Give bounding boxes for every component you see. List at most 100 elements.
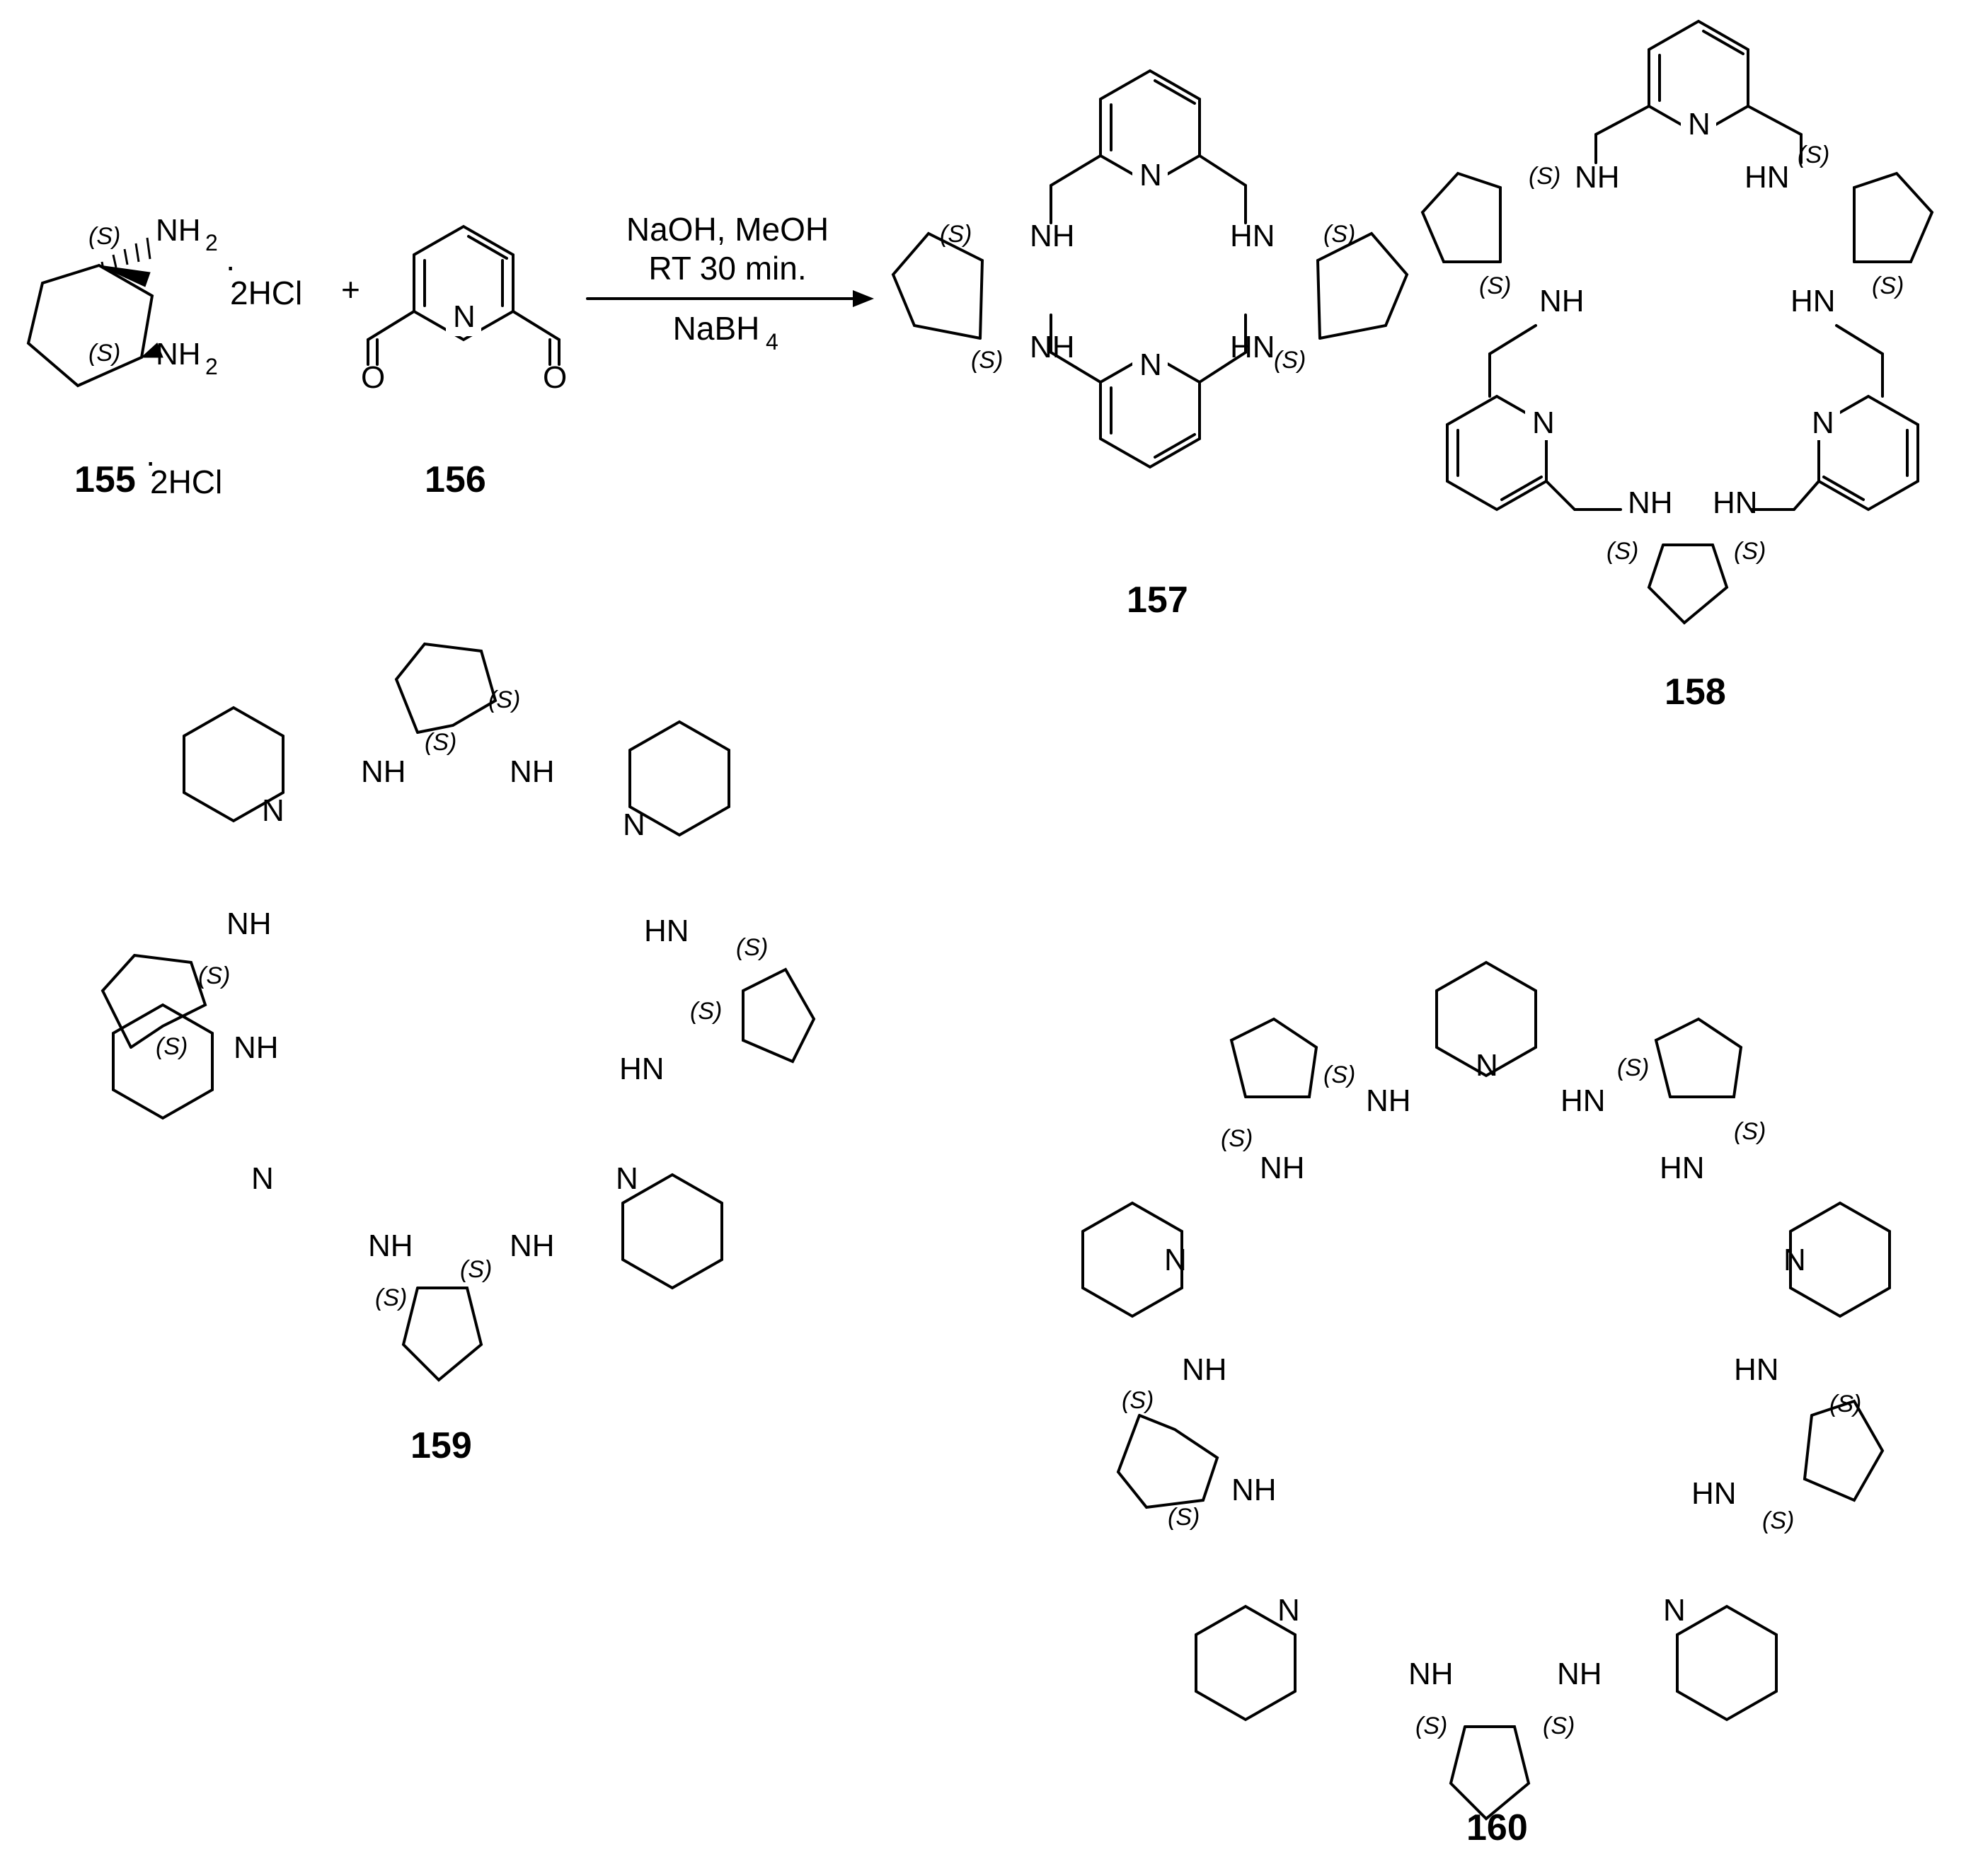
condition-line: NaOH, MeOH xyxy=(626,211,829,248)
amine-label: NH xyxy=(1030,330,1075,364)
amine-label: HN xyxy=(1230,219,1275,253)
amine-label: NH xyxy=(1408,1657,1454,1691)
structure-159: NH NH (S) (S) N N N N NH NH (S) (S) HN H… xyxy=(100,642,816,1382)
stereo-label: (S) xyxy=(425,729,456,756)
pyridine-nitrogen: N xyxy=(1476,1048,1498,1083)
stereo-label: (S) xyxy=(1323,221,1355,248)
amine-label: HN xyxy=(1744,160,1790,195)
stereo-label: (S) xyxy=(88,223,120,250)
pyridine-nitrogen: N xyxy=(1783,1243,1806,1277)
salt-dot: · xyxy=(225,248,236,284)
amine-label: NH xyxy=(234,1030,279,1065)
pyridine-nitrogen: N xyxy=(616,1161,638,1196)
amine-label: HN xyxy=(644,914,689,948)
hash-bond-155 xyxy=(100,237,151,270)
stereo-label: (S) xyxy=(1274,347,1306,374)
pyridine-nitrogen: N xyxy=(1688,107,1711,142)
compound-number: 159 xyxy=(410,1425,472,1466)
stereo-label: (S) xyxy=(1543,1713,1575,1739)
stereo-label: (S) xyxy=(736,934,768,961)
amino-label: NH xyxy=(156,337,201,372)
pyridine-nitrogen: N xyxy=(453,299,476,334)
amine-label: NH xyxy=(1628,485,1673,520)
amine-label: HN xyxy=(1560,1083,1606,1118)
amine-label: NH xyxy=(1557,1657,1602,1691)
amine-label: NH xyxy=(1366,1083,1411,1118)
stereo-label: (S) xyxy=(1122,1387,1154,1414)
stereo-label: (S) xyxy=(1529,163,1560,190)
structure-155: (S) (S) NH 2 NH 2 · 2HCl xyxy=(26,213,302,388)
reaction-arrow: NaOH, MeOH RT 30 min. NaBH 4 xyxy=(586,211,874,355)
pyridine-nitrogen: N xyxy=(1164,1243,1187,1277)
amine-label: HN xyxy=(619,1052,665,1086)
compound-number: 157 xyxy=(1127,580,1188,621)
salt-label: 2HCl xyxy=(150,464,222,500)
pyridine-nitrogen: N xyxy=(1812,405,1834,440)
amino-label: NH xyxy=(156,213,201,248)
pyridine-nitrogen: N xyxy=(1139,158,1162,192)
salt-dot: · xyxy=(145,443,156,480)
hcl-label: 2HCl xyxy=(230,275,302,311)
structure-160: N NH NH (S) (S) HN HN (S) (S) N N NH NH … xyxy=(1081,960,1891,1821)
stereo-label: (S) xyxy=(88,340,120,367)
amine-label: NH xyxy=(1231,1473,1277,1507)
stereo-label: (S) xyxy=(690,998,722,1025)
oxygen-label: O xyxy=(543,360,567,395)
stereo-label: (S) xyxy=(1221,1125,1253,1152)
stereo-label: (S) xyxy=(460,1256,492,1283)
pyridine-nitrogen: N xyxy=(1277,1593,1300,1628)
amine-label: NH xyxy=(226,907,272,941)
amine-label: HN xyxy=(1691,1476,1737,1511)
amine-label: NH xyxy=(1575,160,1620,195)
amine-label: NH xyxy=(1539,284,1585,318)
stereo-label: (S) xyxy=(488,686,520,713)
amine-label: NH xyxy=(1030,219,1075,253)
stereo-label: (S) xyxy=(940,221,972,248)
condition-line: RT 30 min. xyxy=(648,250,806,287)
oxygen-label: O xyxy=(361,360,385,395)
stereo-label: (S) xyxy=(1606,538,1638,565)
amine-label: NH xyxy=(361,754,406,789)
amine-label: HN xyxy=(1734,1352,1779,1387)
stereo-label: (S) xyxy=(1617,1054,1649,1081)
compound-number: 156 xyxy=(425,459,486,500)
stereo-label: (S) xyxy=(1168,1504,1200,1531)
structure-157: N N NH NH HN HN (S) (S) (S) (S) xyxy=(891,69,1409,469)
amino-subscript: 2 xyxy=(205,354,218,379)
condition-line: NaBH xyxy=(673,310,760,347)
amine-label: NH xyxy=(1260,1151,1305,1185)
structure-156: N O O xyxy=(361,224,567,395)
amine-label: HN xyxy=(1713,485,1758,520)
structure-158: N NH HN NH HN (S) (S) (S) (S) N N NH HN … xyxy=(1420,19,1934,625)
stereo-label: (S) xyxy=(1762,1507,1794,1534)
amine-label: HN xyxy=(1230,330,1275,364)
stereo-label: (S) xyxy=(1798,142,1829,168)
pyridine-nitrogen: N xyxy=(1532,405,1555,440)
compound-number: 158 xyxy=(1665,672,1726,713)
stereo-label: (S) xyxy=(1415,1713,1447,1739)
pyridine-nitrogen: N xyxy=(1663,1593,1686,1628)
condition-subscript: 4 xyxy=(766,329,778,355)
stereo-label: (S) xyxy=(1479,272,1511,299)
amine-label: NH xyxy=(510,1228,555,1263)
stereo-label: (S) xyxy=(198,962,230,989)
amine-label: NH xyxy=(510,754,555,789)
pyridine-nitrogen: N xyxy=(262,793,284,828)
stereo-label: (S) xyxy=(1323,1061,1355,1088)
stereo-label: (S) xyxy=(1734,1118,1766,1145)
compound-number: 155 xyxy=(74,459,136,500)
pyridine-nitrogen: N xyxy=(1139,347,1162,382)
stereo-label: (S) xyxy=(971,347,1003,374)
compound-number: 160 xyxy=(1466,1807,1528,1848)
amine-label: NH xyxy=(368,1228,413,1263)
amine-label: HN xyxy=(1660,1151,1705,1185)
plus-sign: + xyxy=(341,271,360,308)
stereo-label: (S) xyxy=(1734,538,1766,565)
amine-label: NH xyxy=(1182,1352,1227,1387)
stereo-label: (S) xyxy=(156,1033,188,1060)
amino-subscript: 2 xyxy=(205,230,218,255)
stereo-label: (S) xyxy=(1829,1391,1861,1417)
stereo-label: (S) xyxy=(1872,272,1904,299)
pyridine-nitrogen: N xyxy=(251,1161,274,1196)
